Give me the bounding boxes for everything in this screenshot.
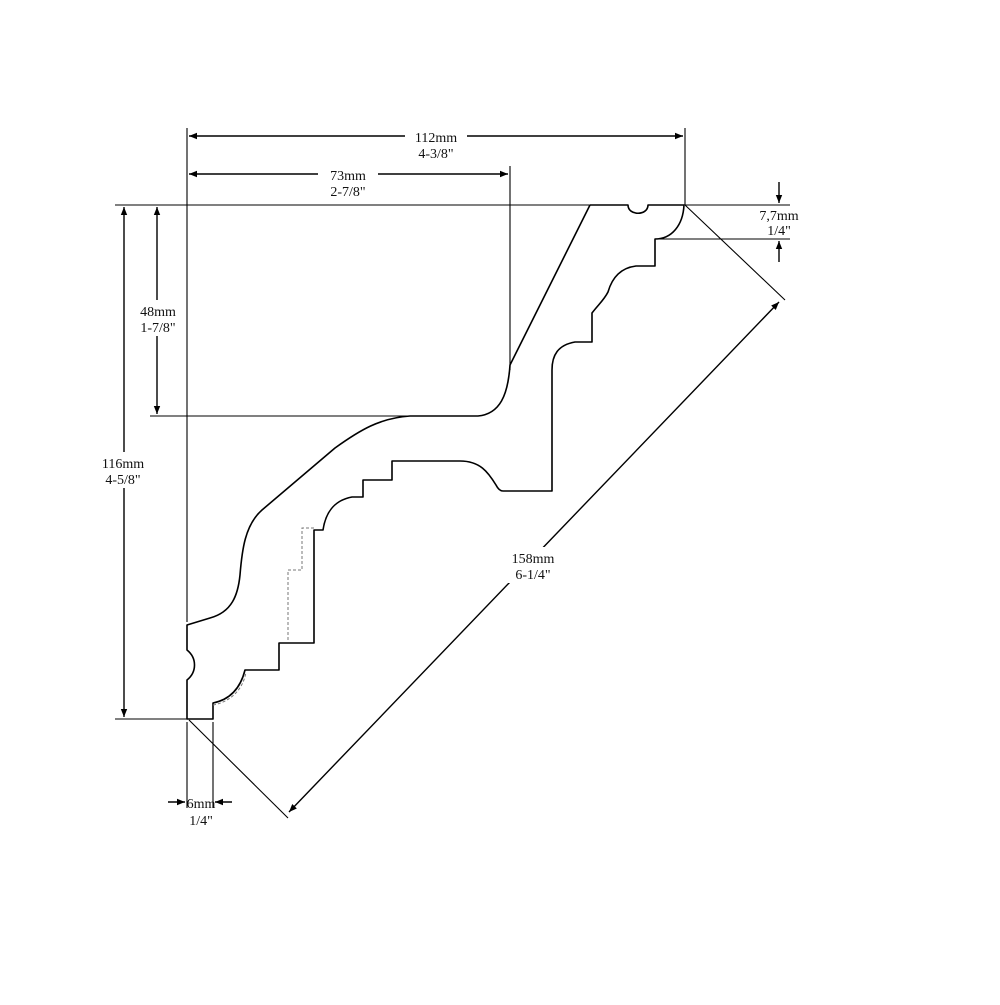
- face-label-bg: [504, 547, 562, 583]
- hidden-bead-curve: [212, 671, 247, 706]
- dimension-lines: [120, 132, 783, 813]
- overall-width-label-bg: [405, 127, 467, 161]
- top-flat-imperial: 1/4": [767, 224, 791, 239]
- top-flat-metric: 7,7mm: [759, 209, 798, 224]
- overall-width-imperial: 4-3/8": [418, 147, 453, 162]
- extension-lines: [115, 128, 790, 819]
- face-imperial: 6-1/4": [515, 568, 550, 583]
- overall-height-imperial: 4-5/8": [105, 473, 140, 488]
- back-height-imperial: 1-7/8": [140, 321, 175, 336]
- back-width-metric: 73mm: [330, 169, 366, 184]
- back-width-imperial: 2-7/8": [330, 185, 365, 200]
- face-extension-bottom: [188, 719, 289, 819]
- bottom-flat-imperial: 1/4": [189, 814, 213, 829]
- back-height-metric: 48mm: [140, 305, 176, 320]
- overall-height-label-bg: [96, 452, 152, 488]
- hidden-step-lines: [287, 527, 314, 642]
- face-extension-top: [684, 204, 786, 301]
- bottom-flat-metric: 6mm: [187, 797, 216, 812]
- dimension-labels: 112mm 4-3/8" 73mm 2-7/8" 48mm 1-7/8" 116…: [96, 127, 799, 829]
- overall-width-metric: 112mm: [415, 131, 457, 146]
- face-metric: 158mm: [512, 552, 555, 567]
- back-height-label-bg: [134, 300, 182, 336]
- back-width-label-bg: [318, 165, 378, 199]
- profile-outline: [186, 204, 685, 720]
- molding-profile: [186, 204, 685, 720]
- overall-height-metric: 116mm: [102, 457, 144, 472]
